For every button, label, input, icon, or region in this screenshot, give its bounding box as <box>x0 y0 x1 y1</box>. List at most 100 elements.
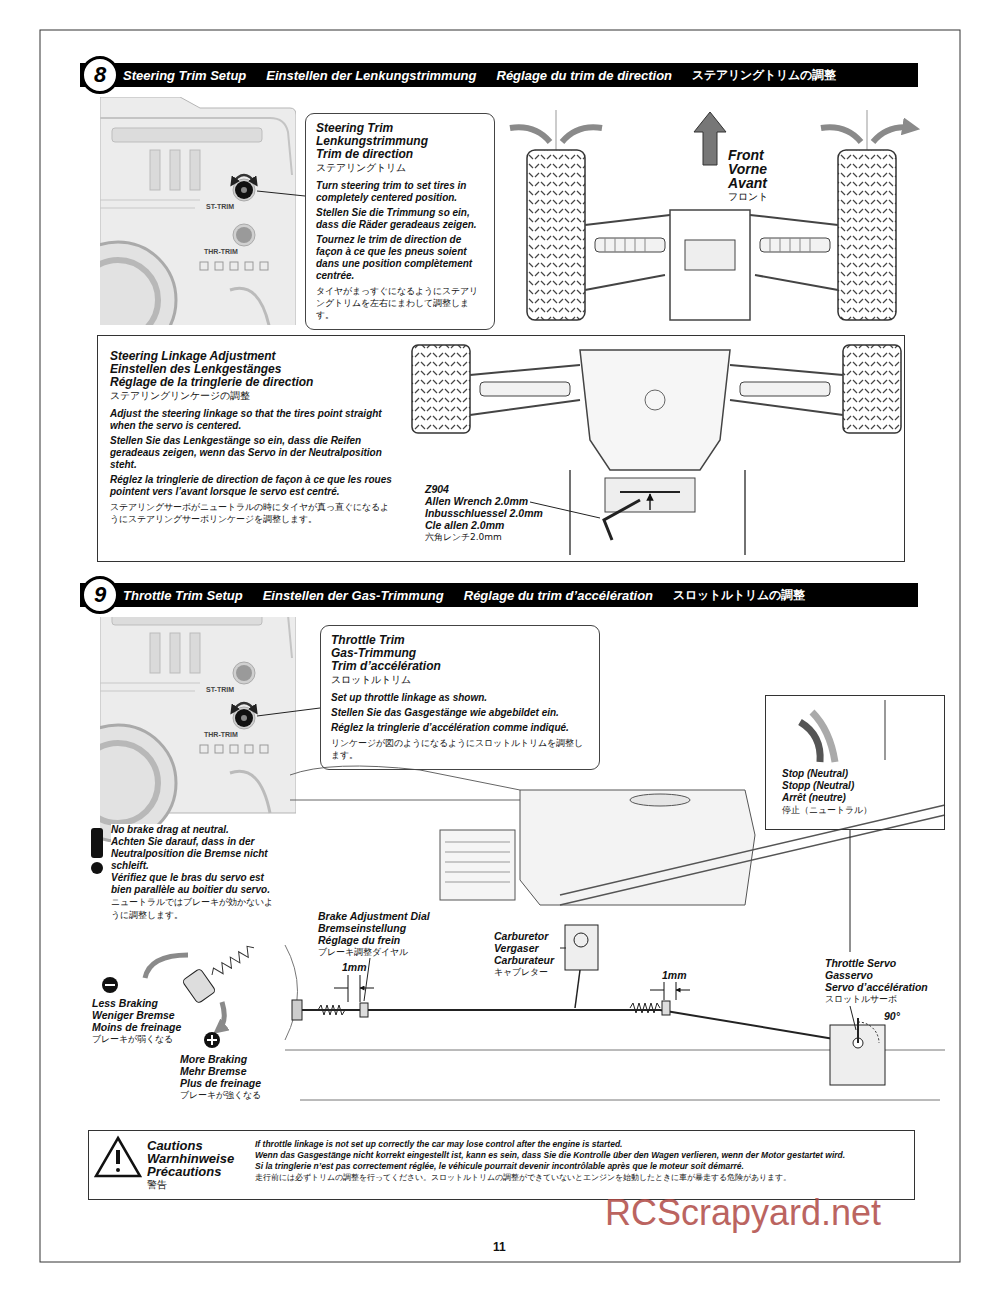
body-text: Turn steering trim to set tires in compl… <box>316 180 486 204</box>
label-text: Bremseinstellung <box>318 922 406 934</box>
label-text: Carburetor <box>494 930 548 942</box>
label-text: 1mm <box>342 961 367 973</box>
heading-text: Lenkungstrimmung <box>316 135 486 148</box>
label-text: Vérifiez que le bras du servo est bien p… <box>111 872 276 896</box>
label-text: Moins de freinage <box>92 1021 181 1033</box>
body-text: Set up throttle linkage as shown. <box>331 692 591 704</box>
heading-text: Cautions <box>147 1139 247 1152</box>
body-text: 走行前には必ずトリムの調整を行ってください。スロットルトリムの調整ができていない… <box>255 1172 904 1183</box>
heading-text: Stopp (Neutral) <box>782 780 938 792</box>
heading-text: Réglage de la tringlerie de direction <box>110 376 395 389</box>
label-text: Servo d’accélération <box>825 981 928 993</box>
dial-label: ST-TRIM <box>206 203 234 211</box>
label-text: Less Braking <box>92 997 158 1009</box>
label-text: Weniger Bremse <box>92 1009 175 1021</box>
label-text: Allen Wrench 2.0mm <box>425 495 528 507</box>
caution-body-column: If throttle linkage is not set up correc… <box>247 1139 904 1191</box>
body-text: Adjust the steering linkage so that the … <box>110 408 395 432</box>
label-text: 90° <box>884 1010 900 1022</box>
label-text: Mehr Bremse <box>180 1065 247 1077</box>
section-band: Throttle Trim Setup Einstellen der Gas-Tr… <box>80 583 918 607</box>
heading-text: Steering Trim <box>316 122 486 135</box>
body-text: Stellen Sie das Gasgestänge wie abgebild… <box>331 707 591 719</box>
dial-label: ST-TRIM <box>206 686 234 694</box>
heading-text: ステアリングトリムの調整 <box>692 67 836 84</box>
label-text: ニュートラルではブレーキが効かないように調整します。 <box>111 896 276 922</box>
heading-text: Throttle Trim Setup <box>123 588 243 603</box>
label-text: No brake drag at neutral. <box>111 824 276 836</box>
watermark: RCScrapyard.net <box>605 1193 881 1233</box>
body-text: Tournez le trim de direction de façon à … <box>316 234 486 282</box>
page-number: 11 <box>493 1240 506 1254</box>
heading-text: 8 <box>94 62 106 88</box>
body-text: Réglez la tringlerie de direction de faç… <box>110 474 395 498</box>
body-text: タイヤがまっすぐになるようにステアリングトリムを左右にまわして調整します。 <box>316 285 486 321</box>
heading-text: Trim de direction <box>316 148 486 161</box>
label-text: スロットルサーボ <box>825 993 897 1005</box>
body-text: Si la tringlerie n’est pas correctement … <box>255 1161 904 1172</box>
label-text: キャブレター <box>494 966 548 978</box>
direction-label: フロント <box>728 190 768 204</box>
heading-text: Stop (Neutral) <box>782 768 938 780</box>
label-text: ブレーキが強くなる <box>180 1089 261 1101</box>
body-text: Stellen Sie die Trimmung so ein, dass di… <box>316 207 486 231</box>
heading-text: Réglage du trim de direction <box>497 68 673 83</box>
heading-text: Arrêt (neutre) <box>782 792 938 804</box>
heading-text: 停止（ニュートラル） <box>782 804 938 817</box>
callout-box: Throttle TrimGas-TrimmungTrim d’accéléra… <box>320 625 600 770</box>
body-text: ステアリングサーボがニュートラルの時にタイヤが真っ直ぐになるようにステアリングサ… <box>110 501 395 525</box>
caution-box: CautionsWarnhinweisePrécautions警告 If thro… <box>88 1130 915 1200</box>
inset-box: Stop (Neutral)Stopp (Neutral)Arrêt (neut… <box>765 695 945 830</box>
dial-label: THR-TRIM <box>204 731 238 739</box>
direction-label: Vorne <box>728 162 767 176</box>
heading-text: ステアリングリンケージの調整 <box>110 389 395 402</box>
label-text: Z904 <box>425 483 449 495</box>
callout-box: Steering TrimLenkungstrimmungTrim de dir… <box>305 113 495 330</box>
label-text: ブレーキ調整ダイヤル <box>318 946 408 958</box>
direction-label: Avant <box>728 176 767 190</box>
body-text: リンケージが図のようになるようにスロットルトリムを調整します。 <box>331 737 591 761</box>
label-text: Vergaser <box>494 942 539 954</box>
heading-text: スロットルトリム <box>331 673 591 686</box>
body-text: Réglez la tringlerie d’accélération comm… <box>331 722 591 734</box>
heading-text: 9 <box>94 582 106 608</box>
heading-text: Einstellen des Lenkgestänges <box>110 363 395 376</box>
body-text: Stellen Sie das Lenkgestänge so ein, das… <box>110 435 395 471</box>
heading-text: Steering Trim Setup <box>123 68 246 83</box>
label-text: 六角レンチ2.0mm <box>425 531 502 543</box>
heading-text: 警告 <box>147 1178 247 1191</box>
label-text: ブレーキが弱くなる <box>92 1033 173 1045</box>
heading-text: Réglage du trim d’accélération <box>464 588 653 603</box>
body-text: If throttle linkage is not set up correc… <box>255 1139 904 1150</box>
text-column: Steering Linkage AdjustmentEinstellen de… <box>110 350 395 525</box>
heading-text: Précautions <box>147 1165 247 1178</box>
label-text: Throttle Servo <box>825 957 896 969</box>
heading-text: Throttle Trim <box>331 634 591 647</box>
heading-text: Trim d’accélération <box>331 660 591 673</box>
label-text: Inbusschluessel 2.0mm <box>425 507 543 519</box>
label-text: Carburateur <box>494 954 554 966</box>
section-band: Steering Trim Setup Einstellen der Lenkun… <box>80 63 918 87</box>
heading-text: Steering Linkage Adjustment <box>110 350 395 363</box>
step-number-circle: 9 <box>81 576 119 614</box>
heading-text: Einstellen der Gas-Trimmung <box>263 588 444 603</box>
heading-text: ステアリングトリム <box>316 161 486 174</box>
label-text: Cle allen 2.0mm <box>425 519 504 531</box>
dial-label: THR-TRIM <box>204 248 238 256</box>
label-text: More Braking <box>180 1053 247 1065</box>
heading-text: Warnhinweise <box>147 1152 247 1165</box>
label-text: Plus de freinage <box>180 1077 261 1089</box>
label-text: Gasservo <box>825 969 873 981</box>
heading-text: スロットルトリムの調整 <box>673 587 805 604</box>
label-text: Réglage du frein <box>318 934 400 946</box>
caution-heading-column: CautionsWarnhinweisePrécautions警告 <box>89 1139 247 1191</box>
heading-text: Gas-Trimmung <box>331 647 591 660</box>
body-text: Wenn das Gasgestänge nicht korrekt einge… <box>255 1150 904 1161</box>
label-text: Achten Sie darauf, dass in der Neutralpo… <box>111 836 276 872</box>
direction-label: Front <box>728 148 764 162</box>
step-number-circle: 8 <box>81 56 119 94</box>
label-text: 1mm <box>662 969 687 981</box>
label-text: Brake Adjustment Dial <box>318 910 430 922</box>
heading-text: Einstellen der Lenkungstrimmung <box>266 68 476 83</box>
